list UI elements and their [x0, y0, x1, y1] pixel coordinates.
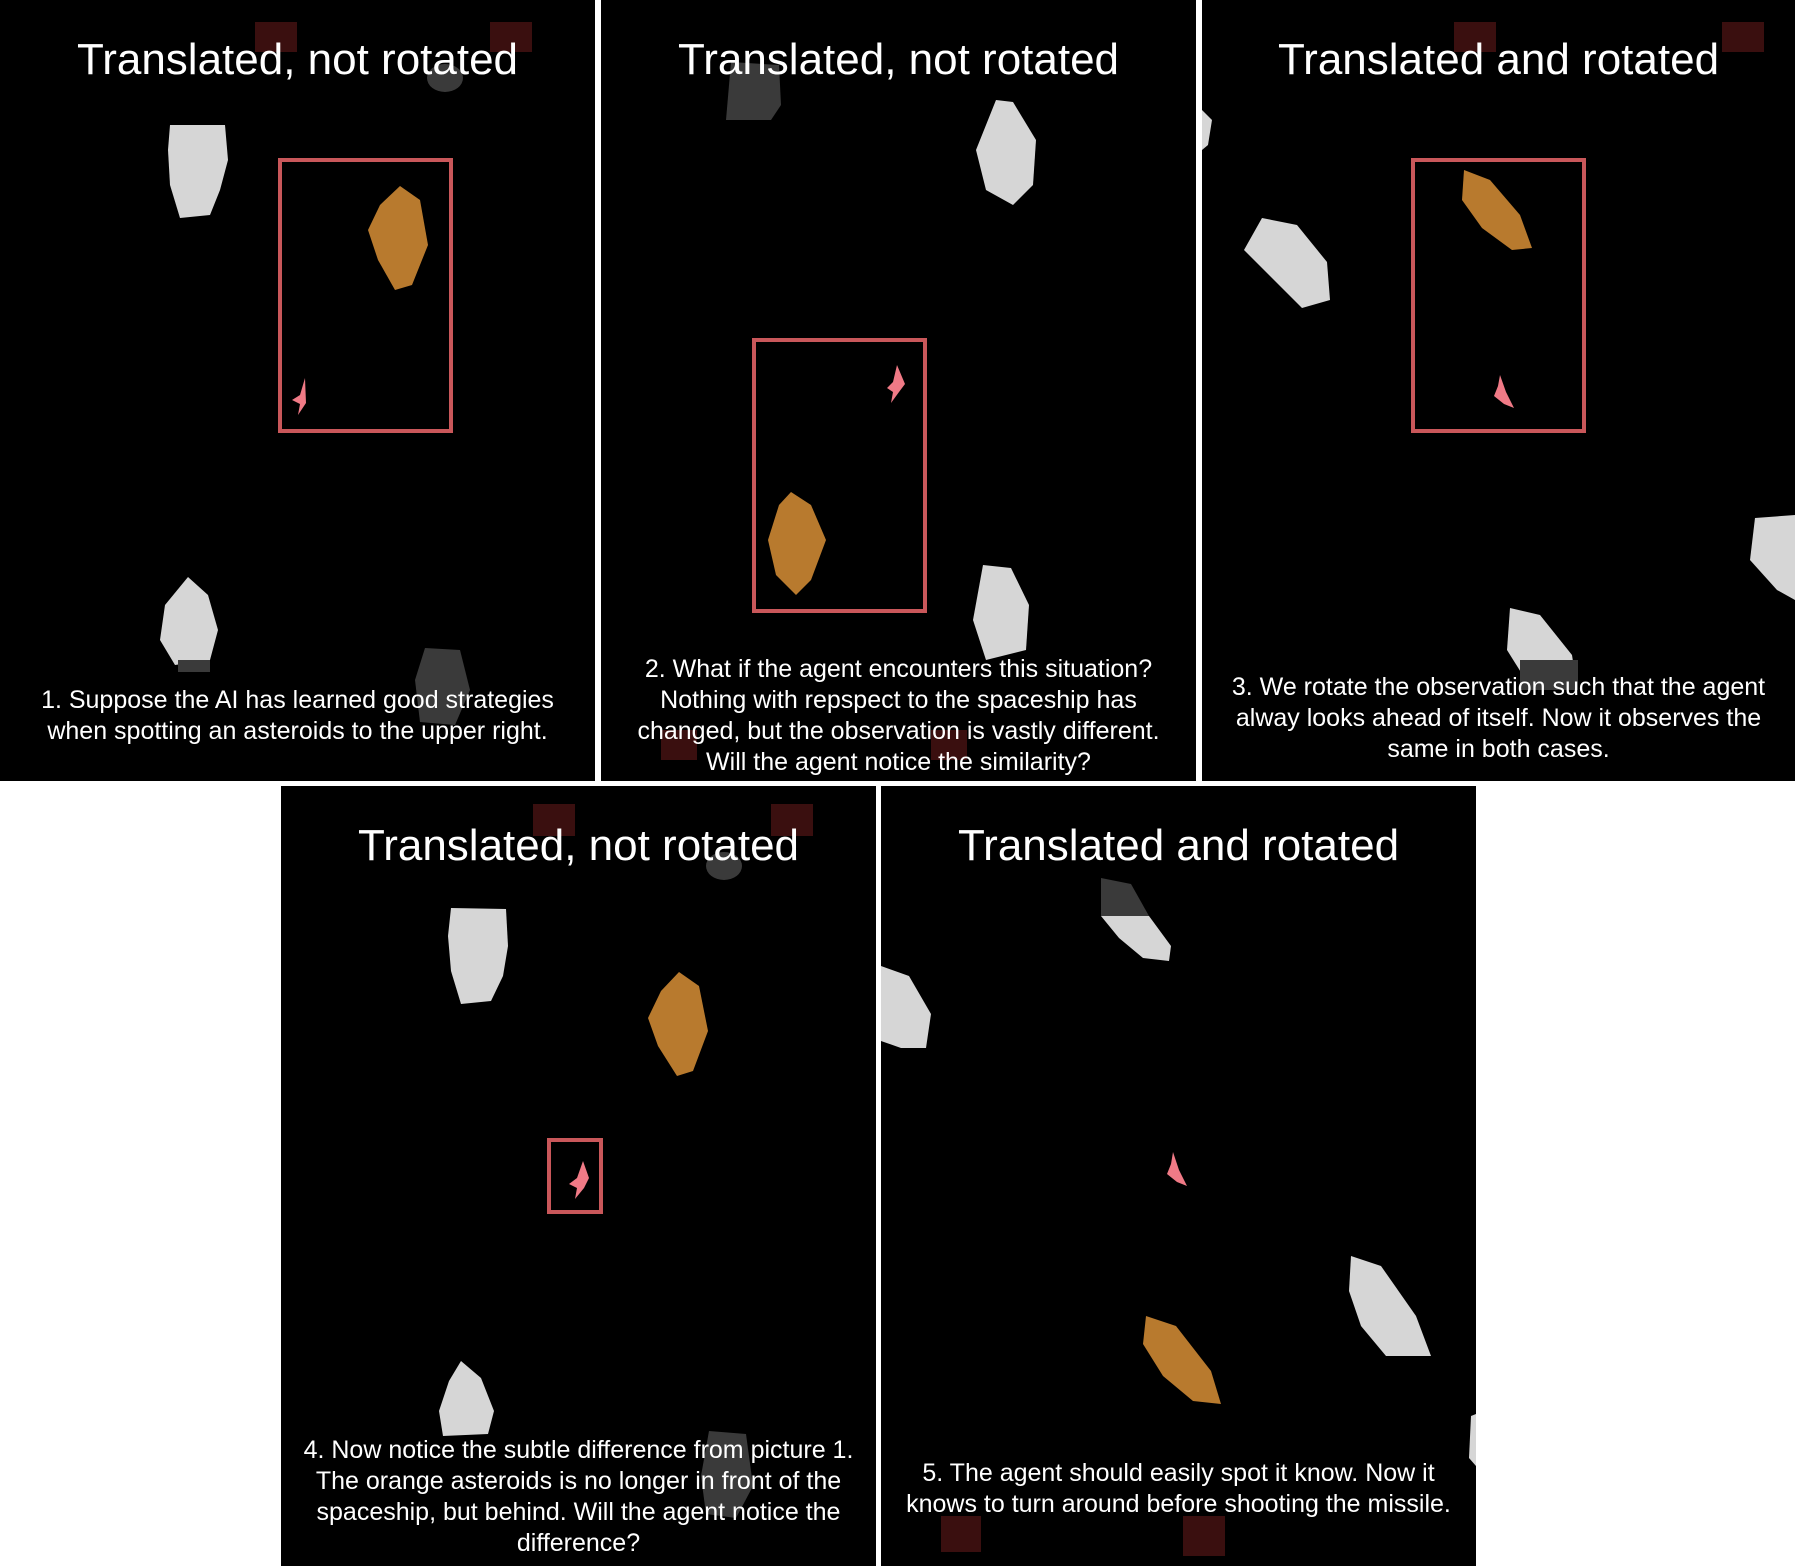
white-asteroid-icon: [168, 125, 228, 218]
panel-caption: 5. The agent should easily spot it know.…: [906, 1459, 1451, 1518]
white-asteroid-icon: [881, 966, 931, 1048]
score-digit-icon: [1454, 22, 1496, 52]
grey-asteroid-icon: [1520, 660, 1578, 690]
white-asteroid-icon: [1202, 110, 1212, 150]
white-asteroid-icon: [439, 1361, 494, 1436]
white-asteroid-icon: [973, 565, 1029, 660]
panel-title: Translated and rotated: [1277, 35, 1720, 84]
panel-title: Translated, not rotated: [76, 35, 519, 84]
panel-caption: 4. Now notice the subtle difference from…: [303, 1436, 854, 1557]
white-asteroid-icon: [160, 577, 218, 665]
score-digit-icon: [941, 1516, 981, 1552]
highlight-box: [547, 1138, 603, 1214]
panel-2: Translated, not rotated 2. What if the a…: [601, 0, 1196, 781]
white-asteroid-icon: [1469, 1414, 1476, 1466]
white-asteroid-icon: [1101, 916, 1171, 961]
score-digit-icon: [255, 22, 297, 52]
grey-asteroid-icon: [1101, 878, 1149, 916]
white-asteroid-icon: [448, 908, 508, 1004]
highlight-box: [278, 158, 453, 433]
game-frame: [160, 22, 532, 725]
panel-caption: 2. What if the agent encounters this sit…: [637, 655, 1160, 776]
score-digit-icon: [490, 22, 532, 52]
grey-asteroid-icon: [701, 1431, 753, 1518]
panel-caption: 3. We rotate the observation such that t…: [1231, 673, 1766, 763]
grey-asteroid-icon: [726, 62, 781, 120]
panel-1: Translated, not rotated 1. Suppose the A…: [0, 0, 595, 781]
game-frame: [661, 62, 1036, 760]
panel-5: Translated and rotated 5. The agent shou…: [881, 786, 1476, 1566]
grey-asteroid-icon: [415, 648, 470, 725]
score-digit-icon: [533, 804, 575, 836]
panel-3: Translated and rotated 3. We rotate the …: [1202, 0, 1795, 781]
game-frame: [1202, 22, 1795, 690]
white-asteroid-icon: [976, 100, 1036, 205]
highlight-box: [752, 338, 927, 613]
spaceship-icon: [887, 365, 905, 403]
orange-asteroid-icon: [648, 972, 708, 1076]
spaceship-icon: [569, 1161, 589, 1199]
white-asteroid-icon: [1750, 515, 1795, 600]
panel-4: Translated, not rotated 4. Now notice th…: [281, 786, 876, 1566]
grey-asteroid-icon: [706, 852, 742, 880]
game-frame: [439, 804, 813, 1518]
panel-title: Translated and rotated: [957, 821, 1400, 870]
orange-asteroid-icon: [1462, 170, 1532, 250]
orange-asteroid-icon: [768, 492, 826, 595]
grey-asteroid-icon: [427, 64, 463, 92]
spaceship-icon: [1167, 1152, 1187, 1186]
panel-title: Translated, not rotated: [357, 821, 800, 870]
orange-asteroid-icon: [1143, 1316, 1221, 1404]
highlight-box: [1411, 158, 1586, 433]
spaceship-icon: [1494, 375, 1514, 408]
white-asteroid-icon: [1244, 218, 1330, 308]
spaceship-icon: [292, 378, 306, 415]
panel-title: Translated, not rotated: [677, 35, 1120, 84]
grey-asteroid-icon: [178, 660, 210, 672]
score-digit-icon: [771, 804, 813, 836]
white-asteroid-icon: [1349, 1256, 1431, 1356]
score-digit-icon: [931, 730, 967, 760]
score-digit-icon: [1183, 1516, 1225, 1556]
score-digit-icon: [1722, 22, 1764, 52]
game-frame: [881, 878, 1476, 1556]
orange-asteroid-icon: [368, 186, 428, 290]
score-digit-icon: [661, 730, 697, 760]
panel-caption: 1. Suppose the AI has learned good strat…: [41, 686, 554, 745]
